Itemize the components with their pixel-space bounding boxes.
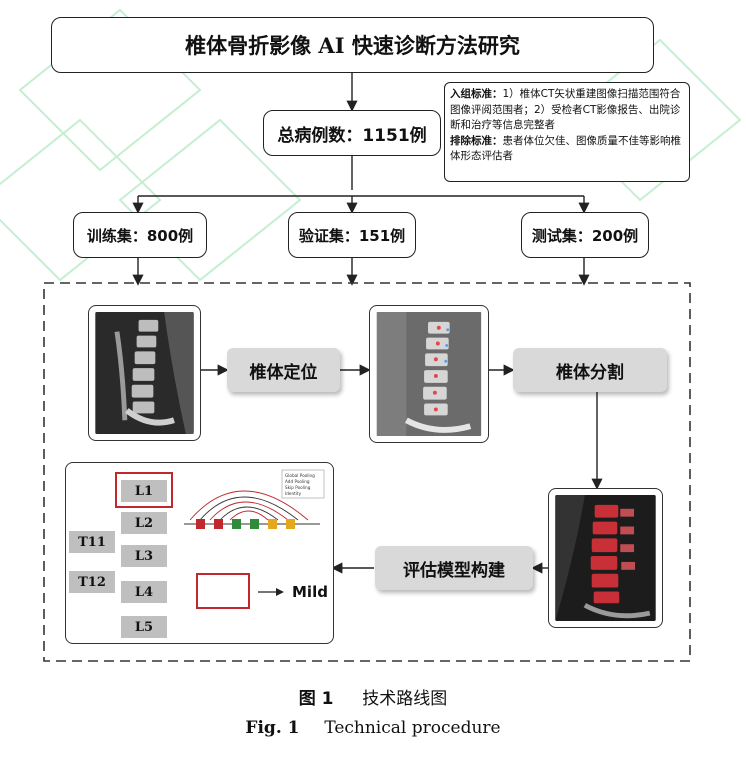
legend-identity: Identity bbox=[285, 491, 302, 496]
caption-en-number: Fig. 1 bbox=[245, 718, 300, 738]
caption-chinese: 图 1 技术路线图 bbox=[0, 684, 746, 709]
validation-set-box: 验证集：151例 bbox=[288, 212, 416, 258]
total-cases-box: 总病例数：1151例 bbox=[263, 110, 441, 156]
ct-localized-image bbox=[369, 305, 489, 443]
segmentation-step: 椎体分割 bbox=[513, 348, 667, 392]
vertebra-label-l2: L2 bbox=[121, 512, 167, 534]
inclusion-label: 入组标准： bbox=[450, 88, 503, 100]
legend-skip-pooling: Skip Pooling bbox=[285, 485, 311, 490]
caption-english: Fig. 1 Technical procedure bbox=[0, 718, 746, 738]
criteria-box: 入组标准：1）椎体CT矢状重建图像扫描范围符合图像评阅范围者；2）受检者CT影像… bbox=[444, 82, 690, 182]
model-building-label: 评估模型构建 bbox=[403, 560, 505, 581]
localization-label: 椎体定位 bbox=[249, 362, 318, 383]
output-box bbox=[196, 573, 250, 609]
vertebra-label-l1: L1 bbox=[121, 480, 167, 502]
localization-step: 椎体定位 bbox=[227, 348, 340, 392]
network-architecture-diagram: Global Pooling Add Pooling Skip Pooling … bbox=[184, 469, 325, 529]
ct-segmented-image bbox=[548, 488, 663, 628]
total-cases-label: 总病例数：1151例 bbox=[277, 125, 427, 146]
diagram-title: 椎体骨折影像 AI 快速诊断方法研究 bbox=[185, 33, 520, 58]
exclusion-text: 患者体位欠佳、图像质量不佳等影响椎体形态评估者 bbox=[450, 134, 681, 163]
model-building-step: 评估模型构建 bbox=[375, 546, 533, 590]
training-set-box: 训练集：800例 bbox=[73, 212, 207, 258]
caption-cn-number: 图 1 bbox=[298, 689, 334, 709]
output-label: Mild bbox=[292, 583, 328, 601]
exclusion-label: 排除标准： bbox=[450, 134, 503, 147]
ct-raw-image bbox=[88, 305, 201, 441]
validation-set-label: 验证集：151例 bbox=[298, 226, 406, 245]
inclusion-text: 1）椎体CT矢状重建图像扫描范围符合图像评阅范围者；2）受检者CT影像报告、出院… bbox=[450, 88, 681, 131]
vertebra-label-t12: T12 bbox=[69, 571, 115, 593]
ct-segmented-render bbox=[555, 495, 656, 621]
ct-raw-render bbox=[95, 312, 194, 434]
test-set-label: 测试集：200例 bbox=[531, 226, 639, 245]
ct-localized-render bbox=[376, 312, 482, 436]
test-set-box: 测试集：200例 bbox=[521, 212, 649, 258]
vertebra-label-l5: L5 bbox=[121, 616, 167, 638]
caption-en-text: Technical procedure bbox=[324, 718, 501, 738]
legend-add-pooling: Add Pooling bbox=[285, 479, 310, 484]
caption-cn-text: 技术路线图 bbox=[362, 689, 448, 709]
legend-global-pooling: Global Pooling bbox=[285, 473, 315, 478]
output-arrow bbox=[258, 588, 284, 596]
vertebra-label-l3: L3 bbox=[121, 545, 167, 567]
l1-highlight bbox=[115, 472, 173, 508]
segmentation-label: 椎体分割 bbox=[556, 362, 624, 383]
title-box: 椎体骨折影像 AI 快速诊断方法研究 bbox=[51, 17, 654, 73]
vertebra-label-t11: T11 bbox=[69, 531, 115, 553]
vertebra-label-l4: L4 bbox=[121, 581, 167, 603]
training-set-label: 训练集：800例 bbox=[86, 226, 194, 245]
